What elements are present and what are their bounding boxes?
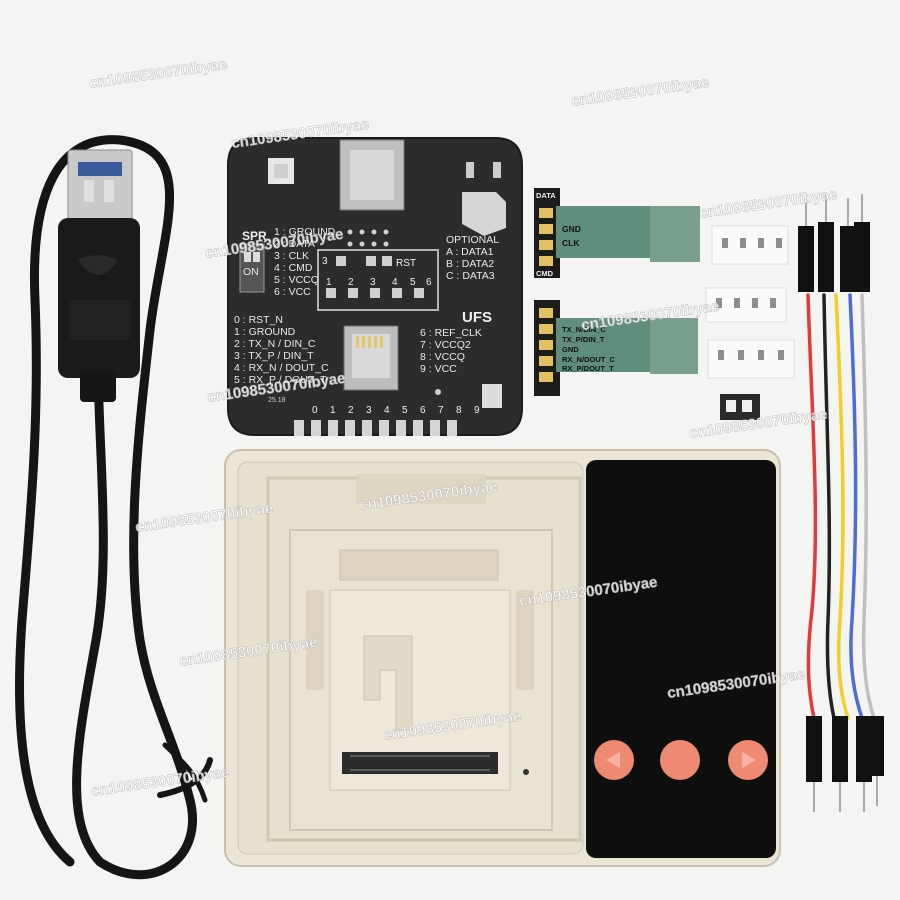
- svg-text:GND: GND: [562, 345, 579, 354]
- svg-text:5: 5: [410, 277, 416, 288]
- svg-text:TX_N/DIN_C: TX_N/DIN_C: [562, 325, 606, 334]
- center-button[interactable]: [660, 740, 700, 780]
- ufs-label: UFS: [462, 309, 492, 326]
- left-arrow-icon: [606, 752, 620, 768]
- svg-text:6: 6: [426, 277, 432, 288]
- svg-text:5: 5: [402, 405, 408, 416]
- edge-pads: [294, 420, 457, 436]
- svg-text:4 : CMD: 4 : CMD: [274, 262, 313, 274]
- svg-text:4 : RX_N / DOUT_C: 4 : RX_N / DOUT_C: [234, 362, 329, 374]
- pad-number-row: 1 2 3 4 5 6: [326, 277, 432, 288]
- svg-text:8: 8: [456, 405, 462, 416]
- usb-plug: [58, 149, 140, 402]
- svg-text:2 : TX_N / DIN_C: 2 : TX_N / DIN_C: [234, 338, 316, 350]
- flex-cable-bottom: TX_N/DIN_C TX_P/DIN_T GND RX_N/DOUT_C RX…: [534, 300, 698, 396]
- svg-text:1 : GROUND: 1 : GROUND: [234, 326, 296, 338]
- sd-pin-list: 1 : GROUND 2 : DATA 3 : CLK 4 : CMD 5 : …: [274, 226, 336, 298]
- jumper-connectors-bottom: [806, 716, 884, 812]
- component-strips: [705, 225, 795, 379]
- spr-label: SPR: [242, 229, 267, 243]
- svg-text:TX_P/DIN_T: TX_P/DIN_T: [562, 335, 605, 344]
- svg-text:6 : REF_CLK: 6 : REF_CLK: [420, 327, 482, 339]
- svg-text:2: 2: [348, 277, 354, 288]
- svg-text:OPTIONAL: OPTIONAL: [446, 234, 499, 246]
- svg-text:5 : VCCQ: 5 : VCCQ: [274, 274, 319, 286]
- dip-switch: [720, 394, 760, 420]
- svg-text:6: 6: [420, 405, 426, 416]
- adapter-board: SPR ON 1 : GROUND 2 : DATA 3 : CLK 4 : C…: [227, 137, 523, 436]
- svg-text:1 : GROUND: 1 : GROUND: [274, 226, 336, 238]
- svg-text:3 : CLK: 3 : CLK: [274, 250, 309, 262]
- svg-text:3: 3: [366, 405, 372, 416]
- usb-cable: [14, 135, 213, 880]
- svg-text:7: 7: [438, 405, 444, 416]
- programmer-device: [224, 449, 781, 867]
- bottom-pad-numbers: 0 1 2 3 4 5 6 7 8 9: [312, 405, 480, 416]
- svg-text:cn1098530070ibyae: cn1098530070ibyae: [88, 56, 228, 92]
- ufs-pin-list-left: 0 : RST_N 1 : GROUND 2 : TX_N / DIN_C 3 …: [234, 314, 329, 386]
- svg-text:4: 4: [392, 277, 398, 288]
- svg-text:3 : TX_P / DIN_T: 3 : TX_P / DIN_T: [234, 350, 314, 362]
- svg-text:9 : VCC: 9 : VCC: [420, 363, 457, 375]
- board-connector: [342, 752, 498, 774]
- small-code: 25.18: [268, 397, 286, 404]
- svg-text:0: 0: [312, 405, 318, 416]
- switch-on-label: ON: [243, 266, 259, 278]
- svg-text:RX_P/DOUT_T: RX_P/DOUT_T: [562, 364, 614, 373]
- jumper-connectors-top: [798, 194, 870, 292]
- svg-text:A : DATA1: A : DATA1: [446, 246, 494, 258]
- svg-text:4: 4: [384, 405, 390, 416]
- svg-text:7 : VCCQ2: 7 : VCCQ2: [420, 339, 471, 351]
- svg-text:5 : RX_P / DOUT_T: 5 : RX_P / DOUT_T: [234, 374, 327, 386]
- svg-text:B : DATA2: B : DATA2: [446, 258, 494, 270]
- display-screen: [586, 460, 776, 858]
- via-holes: [347, 229, 389, 247]
- svg-text:cn1098530070ibyae: cn1098530070ibyae: [570, 74, 710, 110]
- right-arrow-icon: [742, 752, 756, 768]
- svg-text:6 : VCC: 6 : VCC: [274, 286, 311, 298]
- svg-text:3: 3: [370, 277, 376, 288]
- ufs-pin-list-right: 6 : REF_CLK 7 : VCCQ2 8 : VCCQ 9 : VCC: [420, 327, 482, 375]
- optional-pin-list: OPTIONAL A : DATA1 B : DATA2 C : DATA3: [446, 234, 499, 282]
- svg-text:GND: GND: [562, 224, 581, 234]
- rst-label: RST: [396, 258, 416, 269]
- pad-3-label: 3: [322, 256, 328, 267]
- svg-text:2: 2: [348, 405, 354, 416]
- svg-text:0 : RST_N: 0 : RST_N: [234, 314, 283, 326]
- svg-text:8 : VCCQ: 8 : VCCQ: [420, 351, 465, 363]
- svg-text:DATA: DATA: [536, 191, 556, 200]
- flex-cable-top: DATA CMD GND CLK: [534, 188, 700, 278]
- svg-text:C : DATA3: C : DATA3: [446, 270, 495, 282]
- svg-text:CLK: CLK: [562, 238, 580, 248]
- svg-text:1: 1: [326, 277, 332, 288]
- svg-text:CMD: CMD: [536, 269, 554, 278]
- svg-text:9: 9: [474, 405, 480, 416]
- jumper-wires: [806, 293, 876, 720]
- svg-text:1: 1: [330, 405, 336, 416]
- svg-text:cn1098530070ibyae: cn1098530070ibyae: [698, 186, 838, 222]
- svg-text:2 : DATA: 2 : DATA: [274, 238, 315, 250]
- svg-text:RX_N/DOUT_C: RX_N/DOUT_C: [562, 355, 616, 364]
